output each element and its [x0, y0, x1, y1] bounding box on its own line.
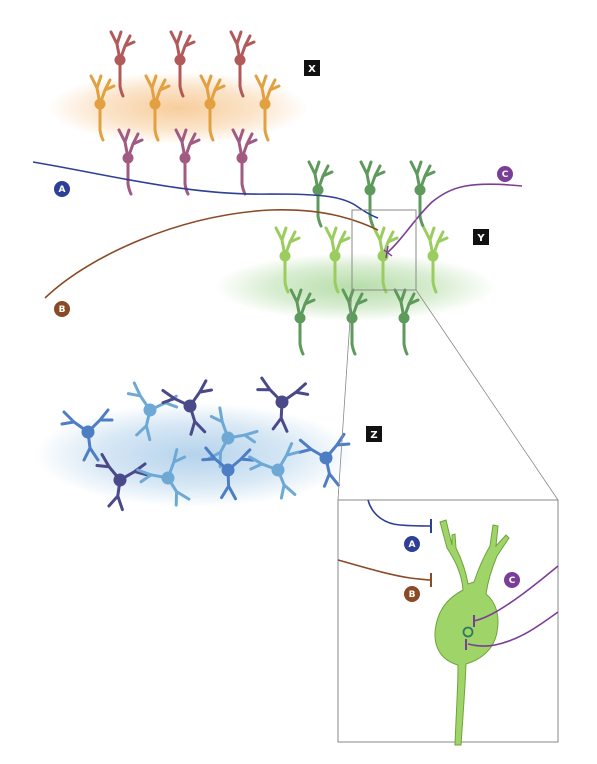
svg-text:A: A [409, 540, 416, 550]
region-y-neuron-top-1 [307, 160, 334, 228]
region-x-neuron-top-2 [169, 30, 196, 98]
region-z-neuron-4 [256, 376, 310, 433]
svg-text:B: B [59, 305, 66, 315]
inset-neuron-detail [337, 499, 559, 746]
zoom-line-right [415, 289, 559, 501]
svg-text:B: B [409, 590, 416, 600]
fiber-b-path [44, 209, 379, 299]
region-y-tag: Y [473, 229, 489, 245]
region-z-neurons [60, 376, 351, 512]
fiber-c-path [387, 183, 523, 253]
region-z-neuron-9 [201, 446, 255, 501]
region-x-neuron-mid-2 [144, 74, 171, 142]
inset-fiber-c-upper [473, 565, 559, 622]
region-x-neurons [89, 30, 281, 196]
inset-neuron-nucleus [462, 626, 474, 638]
region-y-neurons [274, 160, 449, 356]
zoom-line-left [337, 289, 353, 501]
region-y-neuron-top-2 [359, 160, 386, 228]
region-z-neuron-6 [297, 432, 351, 488]
region-z-neuron-3 [161, 379, 214, 436]
region-x-neuron-mid-1 [89, 74, 116, 142]
region-x-neuron-top-1 [109, 30, 136, 98]
svg-text:C: C [509, 576, 516, 586]
region-z-neuron-10 [248, 442, 300, 500]
region-z-neuron-5 [207, 406, 259, 469]
inset-fiber-a [367, 499, 431, 527]
inset-fiber-a-label: A [404, 536, 420, 552]
inset-fiber-c-lower [467, 611, 559, 647]
inset-fiber-c-label: C [504, 572, 520, 588]
fiber-a-label: A [54, 181, 70, 197]
region-y-neuron-bottom-3 [393, 288, 420, 356]
region-y-neuron-mid-2 [324, 226, 351, 294]
region-z-tag: Z [366, 426, 382, 442]
inset-fiber-b [337, 559, 431, 581]
svg-text:X: X [308, 64, 316, 75]
fiber-c-terminal [383, 245, 393, 259]
region-x-neuron-bottom-3 [231, 128, 258, 196]
zoom-highlight-box [351, 209, 417, 291]
region-y-neuron-mid-1 [274, 226, 301, 294]
region-x-neuron-top-3 [229, 30, 256, 98]
fiber-b-label: B [54, 301, 70, 317]
svg-text:C: C [502, 170, 509, 180]
region-y-neuron-bottom-2 [341, 288, 368, 356]
region-x-glow [48, 72, 308, 144]
region-z-neuron-8 [136, 448, 191, 507]
region-y-neuron-mid-4 [422, 226, 449, 294]
region-y-neuron-bottom-1 [289, 288, 316, 356]
region-z-neuron-1 [60, 408, 114, 462]
svg-text:Y: Y [476, 233, 485, 244]
region-x-tag: X [304, 60, 320, 76]
region-x-neuron-mid-4 [254, 74, 281, 142]
svg-text:A: A [59, 185, 66, 195]
region-y-neuron-top-3 [409, 160, 436, 228]
inset-fiber-b-label: B [404, 586, 420, 602]
fiber-c-label: C [497, 166, 513, 182]
region-x-neuron-bottom-1 [117, 128, 144, 196]
region-x-neuron-mid-3 [199, 74, 226, 142]
region-z-neuron-7 [95, 452, 148, 512]
svg-text:Z: Z [370, 430, 377, 441]
region-y-neuron-mid-3 [372, 226, 399, 294]
